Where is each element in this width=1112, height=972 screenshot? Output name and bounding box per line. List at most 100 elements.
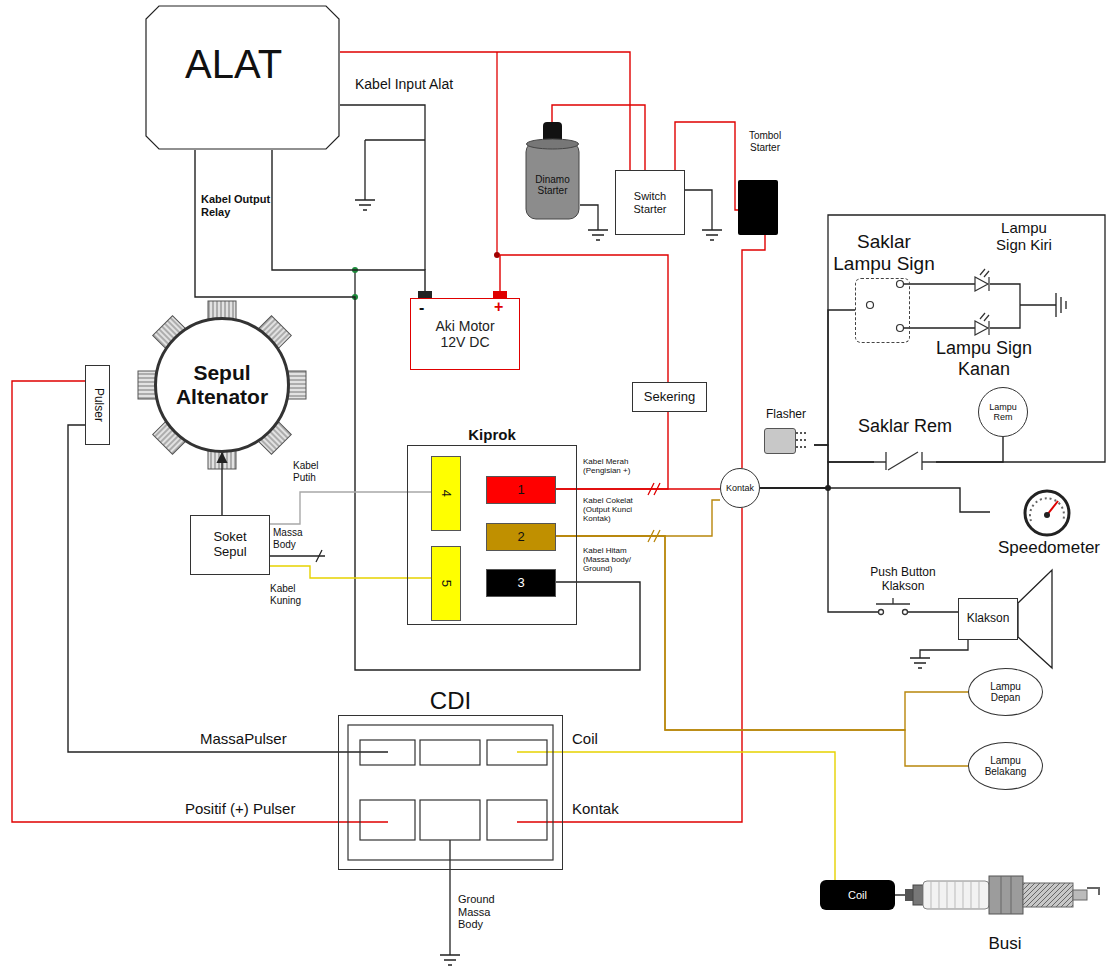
node-label: Dinamo Starter — [527, 174, 578, 197]
push-button-symbol — [879, 610, 884, 615]
node-label: Lampu Belakang — [979, 755, 1032, 778]
brake-switch-symbol — [888, 452, 918, 470]
spark-plug-outline — [931, 881, 979, 909]
speedometer-gauge-outline — [1030, 498, 1064, 521]
wire-connector — [760, 488, 990, 512]
text-box: Kontak — [721, 469, 759, 507]
switch-contact — [867, 302, 874, 309]
regulator-pin: 3 — [486, 569, 556, 597]
junction-dot — [494, 252, 500, 258]
ground-symbol — [440, 955, 460, 965]
wire-label: Kabel Putih — [293, 460, 333, 483]
led-symbol — [975, 321, 988, 335]
starter-motor-outline — [527, 139, 579, 149]
node-label: Tombol Starter — [740, 130, 790, 153]
heading-box: CDI — [339, 687, 562, 715]
node-label: Busi — [988, 934, 1021, 954]
ground-wire — [340, 105, 425, 270]
ground-wire — [338, 751, 388, 752]
text-box: Klakson — [959, 599, 1017, 639]
wire-connector — [556, 536, 968, 730]
heading-box: Kiprok — [408, 426, 576, 443]
flasher-pin — [796, 446, 806, 448]
switch-contact — [897, 281, 904, 288]
ground-wire — [354, 270, 355, 297]
node-label: Sepul Altenator — [159, 361, 285, 409]
node-label: Sekering — [644, 390, 695, 405]
node-label: 3 — [517, 576, 524, 591]
cdi-socket — [348, 725, 553, 860]
starter-motor: Dinamo Starter — [525, 122, 580, 220]
wire-connector — [895, 894, 905, 895]
text-box: 2 — [487, 524, 555, 550]
lamp-circle: Lampu Rem — [978, 387, 1028, 437]
flasher-pin — [796, 432, 806, 434]
regulator-pin: 2 — [486, 523, 556, 551]
spark-plug-outline — [913, 885, 923, 905]
node-heading: CDI — [430, 687, 471, 715]
ground-symbol — [588, 230, 608, 240]
spark-plug-outline — [1073, 890, 1087, 900]
text-box: Speedometer — [990, 486, 1108, 560]
node-label: Soket Sepul — [203, 530, 257, 560]
text-box: Busi — [905, 868, 1105, 956]
wire-connector — [556, 536, 968, 766]
node-label: Lampu Rem — [981, 402, 1025, 423]
led-symbol — [975, 269, 989, 335]
starter-button: Tombol Starter — [738, 128, 792, 235]
wire-connector — [814, 310, 855, 445]
text-box: Switch Starter — [616, 171, 684, 234]
text-box: Soket Sepul — [191, 516, 269, 574]
cdi-box: CDI — [338, 715, 563, 870]
spark-plug-outline — [989, 876, 1023, 914]
wire-connector — [221, 453, 222, 515]
ground-wire — [1056, 293, 1066, 317]
regulator-box: Kiprok45123 — [407, 445, 577, 625]
node-label: Speedometer — [998, 538, 1100, 558]
sign-switch: Saklar Lampu Sign — [855, 278, 910, 343]
wire-connector — [340, 52, 630, 170]
wire-label: Kabel Cokelat (Output Kunci Kontak) — [583, 496, 655, 524]
text-box: Lampu Depan — [969, 669, 1042, 715]
cdi-socket — [487, 740, 547, 765]
node-label: Pulser — [91, 388, 105, 422]
wire-label: Kabel Input Alat — [355, 76, 453, 92]
text-box: 3 — [487, 570, 555, 596]
wire-connector — [742, 235, 765, 468]
starter-motor-outline — [526, 142, 579, 219]
button-body — [738, 180, 778, 235]
wire-label: Kabel Output Relay — [201, 193, 279, 218]
regulator-pin: 4 — [431, 456, 461, 531]
push-button-symbol — [878, 606, 908, 618]
text-box: Lampu Belakang — [969, 743, 1042, 789]
push-button-symbol — [876, 598, 910, 618]
ground-wire — [365, 140, 425, 200]
junction-dot — [352, 252, 831, 491]
spark-plug: Busi — [905, 868, 1105, 956]
wire-label: - — [419, 299, 424, 317]
wire-label: Ground Massa Body — [458, 893, 518, 931]
led-symbol — [980, 313, 989, 335]
wire-connector — [760, 488, 958, 612]
wire-connector — [563, 752, 835, 880]
regulator-pin: 1 — [486, 476, 556, 504]
ground-wire — [580, 205, 598, 230]
text-box: Tombol Starter — [738, 128, 792, 235]
ignition-switch: Kontak — [720, 468, 760, 508]
text-box: Sekering — [633, 383, 706, 411]
wire-label: Kabel Merah (Pengisian +) — [583, 457, 653, 475]
flasher-relay: Flasher — [758, 406, 814, 456]
push-button-symbol — [903, 610, 908, 615]
speedometer-gauge: Speedometer — [990, 486, 1108, 560]
power-wire — [338, 821, 563, 822]
node-label: Coil — [848, 889, 867, 902]
node-heading: Saklar Lampu Sign — [828, 231, 940, 275]
spark-plug-outline — [1001, 876, 1011, 914]
text-box: Pulser — [86, 366, 109, 444]
heading-box: Saklar Lampu Sign — [828, 231, 940, 275]
wire-label: Lampu Sign Kanan — [928, 338, 1040, 379]
brake-switch-symbol — [874, 452, 936, 470]
push-button-symbol — [876, 598, 910, 604]
